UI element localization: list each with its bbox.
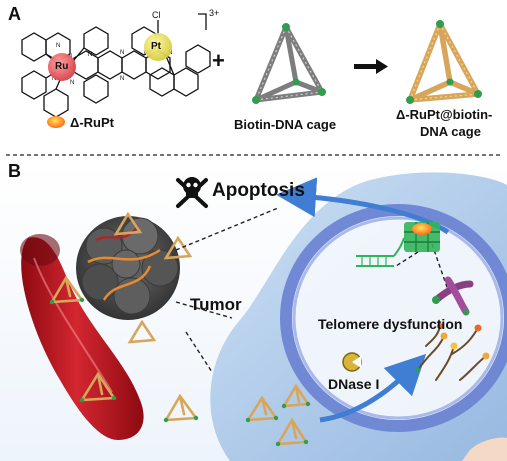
pyridine-ring	[21, 32, 47, 62]
panel-b-letter: B	[8, 161, 21, 181]
arrow-to-degradation	[319, 353, 427, 423]
svg-text:N: N	[56, 43, 60, 49]
pt-atom-icon	[144, 33, 172, 61]
cage-icon	[245, 395, 279, 422]
cage-icon	[79, 371, 117, 402]
dnase-icon	[342, 352, 362, 372]
rupt-legend-label: Δ-RuPt	[70, 115, 115, 130]
svg-text:N: N	[120, 76, 124, 82]
svg-text:N: N	[70, 80, 74, 86]
molecule-structure	[21, 13, 211, 118]
fused-ring	[83, 26, 109, 56]
ru-label: Ru	[55, 61, 69, 72]
fused-ring	[121, 50, 147, 80]
pyridine-ring	[43, 88, 69, 118]
telomere-label: Telomere dysfunction	[318, 316, 463, 332]
cage-icon	[163, 393, 199, 422]
dna-fragment-ends	[415, 323, 490, 373]
cage-biotin-ends	[49, 297, 311, 447]
plus-sign: +	[212, 48, 225, 73]
g-quadruplex-icon	[356, 222, 440, 267]
fused-ring	[83, 74, 109, 104]
apoptosis-label: Apoptosis	[212, 180, 305, 201]
cage-icon	[113, 211, 143, 236]
fused-ring	[149, 67, 175, 97]
tumor-cluster	[76, 216, 180, 320]
cage-label: Biotin-DNA cage	[234, 117, 337, 132]
dnase-label: DNase I	[328, 376, 380, 392]
svg-text:N: N	[120, 50, 124, 56]
cage-icon	[49, 275, 85, 304]
cage-icon	[281, 383, 311, 408]
cage-icon	[275, 417, 309, 446]
svg-text:N: N	[52, 76, 56, 82]
skull-crossbones-icon	[176, 177, 208, 208]
cage-icon	[127, 319, 157, 344]
panel-a-letter: A	[8, 4, 21, 24]
ru-atom-icon	[48, 53, 76, 81]
pt-label: Pt	[151, 41, 161, 52]
pyridine-ring	[21, 70, 47, 100]
product-label-line1: Δ-RuPt@biotin-	[396, 107, 493, 122]
hand-decoration	[462, 437, 507, 461]
blood-vessel	[20, 234, 144, 440]
reaction-arrow-icon	[354, 59, 388, 74]
charge-label: 3+	[209, 8, 220, 18]
product-label-line2: DNA cage	[420, 124, 481, 139]
biotin-dna-cage-icon	[252, 23, 326, 104]
product-cage-icon	[406, 20, 482, 104]
rupt-legend-icon	[47, 116, 65, 128]
nucleus-inner-ring	[292, 216, 504, 420]
cl-label: Cl	[152, 10, 161, 20]
chromosome-icon	[432, 276, 474, 316]
fused-ring	[173, 67, 199, 97]
fused-ring	[97, 50, 123, 80]
tumor-label: Tumor	[190, 295, 242, 314]
fused-ring	[185, 44, 211, 74]
svg-text:N: N	[88, 52, 92, 58]
scattered-cages	[49, 211, 311, 446]
